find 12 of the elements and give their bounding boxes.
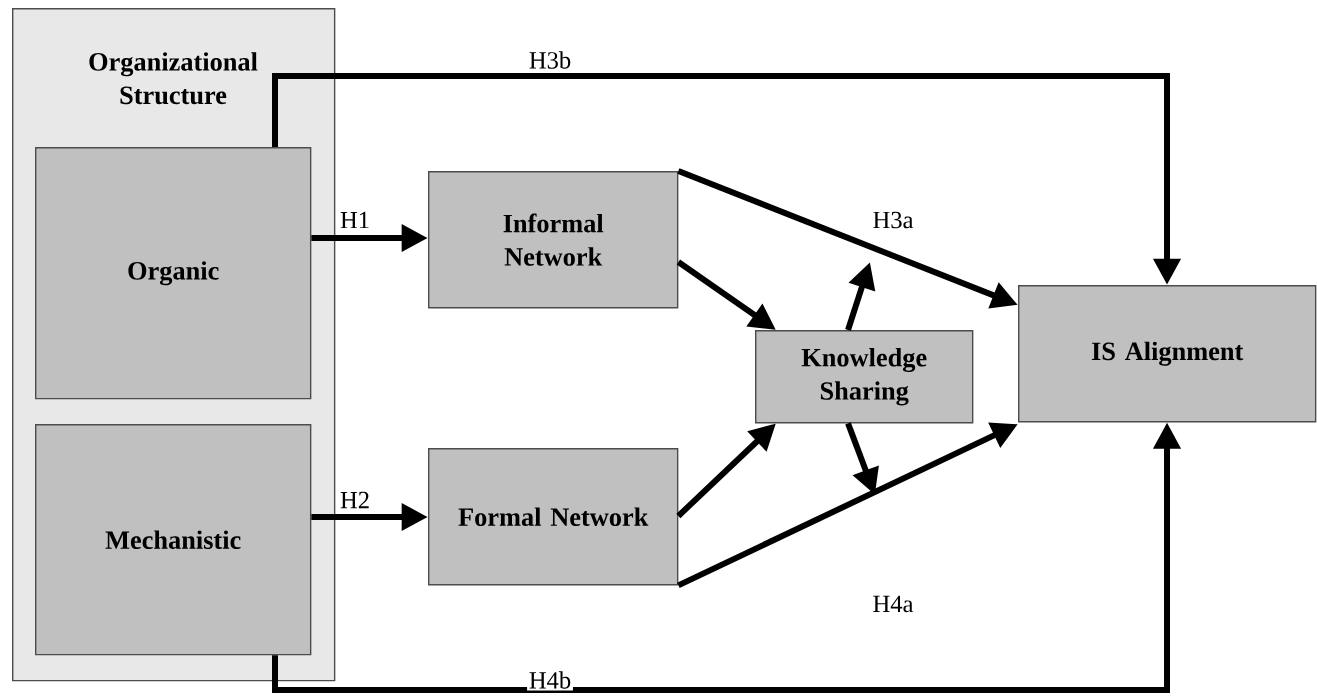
construct-box: Knowledge Sharing <box>755 330 974 424</box>
edge-label: H3b <box>527 49 573 71</box>
construct-box: Organic <box>35 147 312 400</box>
edge-label: H3a <box>870 210 916 230</box>
edge-label: H1 <box>338 210 372 230</box>
edge-label: H4b <box>527 669 573 691</box>
construct-box: Informal Network <box>428 171 679 309</box>
edge-label: H4a <box>870 594 916 614</box>
construct-box: Mechanistic <box>35 424 312 656</box>
edge-label: H2 <box>338 490 372 510</box>
construct-box: IS Alignment <box>1018 285 1317 423</box>
construct-box: Formal Network <box>428 448 679 586</box>
